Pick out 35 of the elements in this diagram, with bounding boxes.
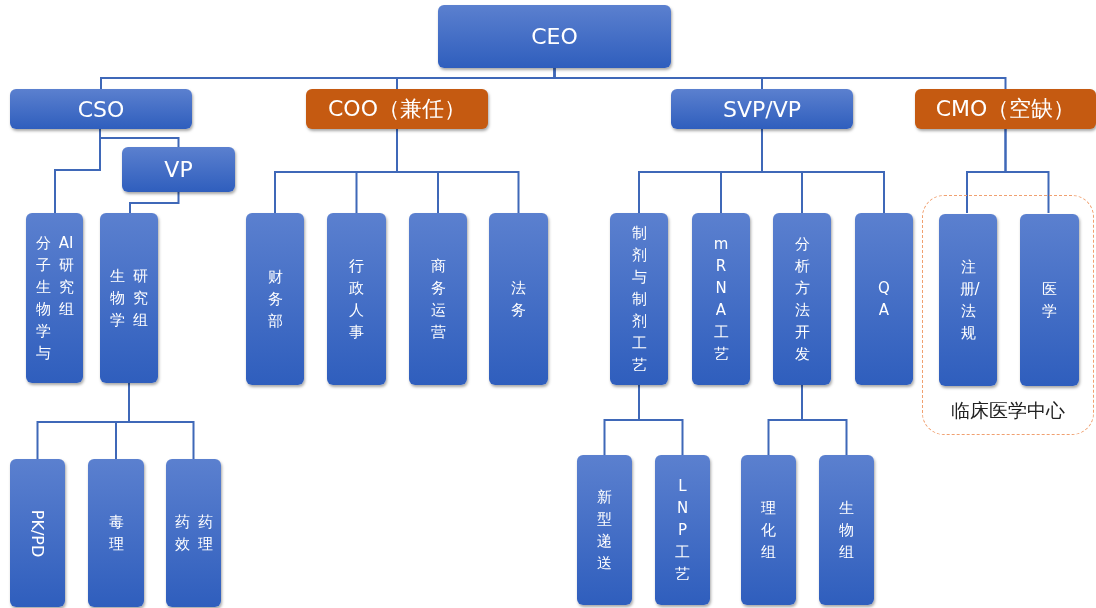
department-box: 分子生物学与AI研究组 (26, 213, 83, 383)
role-box: VP (122, 147, 235, 192)
role-box: COO（兼任） (306, 89, 488, 129)
department-box: LNP工艺 (655, 455, 710, 605)
role-box: SVP/VP (671, 89, 853, 129)
connector-line (129, 191, 180, 214)
connector-line (128, 382, 195, 460)
connector-line (553, 67, 1007, 90)
department-box: 生物组 (819, 455, 874, 605)
connector-line (54, 128, 101, 214)
department-box: 新型递送 (577, 455, 632, 605)
department-box: 分析方法开发 (773, 213, 831, 385)
department-box: mRNA工艺 (692, 213, 750, 385)
connector-line (396, 128, 520, 214)
department-box: 财务部 (246, 213, 304, 385)
role-box: CSO (10, 89, 192, 129)
connector-line (761, 128, 885, 214)
dashed-group-outline (922, 195, 1094, 435)
department-box: 生物学研究组 (100, 213, 158, 383)
department-box: 理化组 (741, 455, 796, 605)
department-box: PK/PD (10, 459, 65, 607)
department-box: 商务运营 (409, 213, 467, 385)
department-box: 毒理 (88, 459, 144, 607)
department-box: QA (855, 213, 913, 385)
connector-line (1004, 128, 1050, 214)
group-label: 临床医学中心 (950, 398, 1066, 423)
department-box: 医学 (1020, 214, 1079, 386)
department-box: 注册/法规 (939, 214, 997, 386)
department-box: 行政人事 (327, 213, 386, 385)
connector-line (801, 384, 848, 456)
role-box: CEO (438, 5, 671, 68)
department-box: 药效药理 (166, 459, 221, 607)
role-box: CMO（空缺） (915, 89, 1096, 129)
department-box: 制剂与制剂工艺 (610, 213, 668, 385)
department-box: 法务 (489, 213, 548, 385)
